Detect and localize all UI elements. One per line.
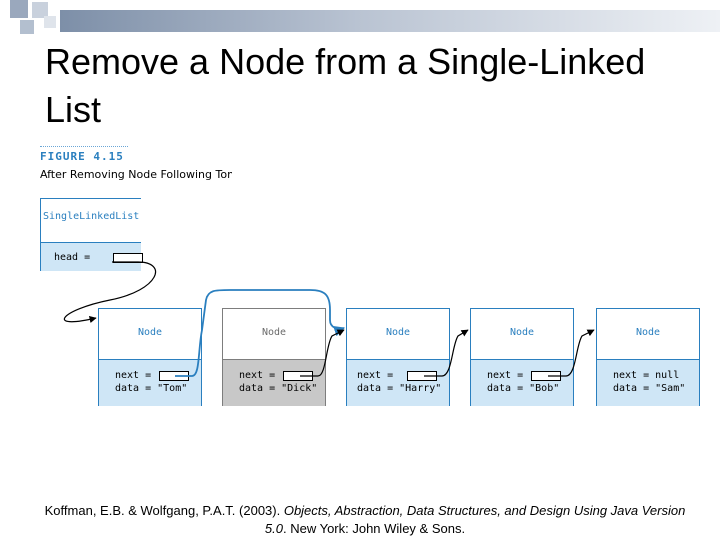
node-next-label: next = null (613, 370, 680, 381)
node-data-label: data = "Sam" (613, 383, 686, 394)
node-data-label: data = "Harry" (357, 383, 442, 394)
node-next-label: next = (239, 370, 276, 381)
header-square (32, 2, 48, 18)
harry-next-arrow (424, 329, 469, 377)
node-fields: next = null data = "Sam" (597, 359, 699, 406)
figure-label: FIGURE 4.15 (40, 150, 124, 163)
dick-next-arrow (300, 329, 345, 377)
node-next-label: next = (487, 370, 524, 381)
node-title: Node (137, 327, 163, 338)
node-fields: next = data = "Tom" (99, 359, 201, 406)
node-fields: next = data = "Dick" (223, 359, 325, 406)
header-gradient-bar (60, 10, 720, 32)
citation-publisher: . New York: John Wiley & Sons. (282, 521, 466, 536)
node-data-label: data = "Tom" (115, 383, 188, 394)
sll-header: SingleLinkedList (41, 199, 141, 243)
citation-authors: Koffman, E.B. & Wolfgang, P.A.T. (2003). (44, 503, 284, 518)
bob-next-arrow (548, 329, 595, 377)
node-fields: next = data = "Bob" (471, 359, 573, 406)
node-data-label: data = "Dick" (239, 383, 318, 394)
citation: Koffman, E.B. & Wolfgang, P.A.T. (2003).… (40, 502, 690, 538)
header-square (10, 0, 28, 18)
node-title: Node (509, 327, 535, 338)
figure-rule (40, 146, 128, 147)
node-fields: next = data = "Harry" (347, 359, 449, 406)
head-pointer-arrow (63, 261, 157, 323)
slide-title: Remove a Node from a Single-Linked List (45, 41, 646, 130)
node-harry: Node next = data = "Harry" (346, 308, 450, 406)
node-next-label: next = (115, 370, 152, 381)
sll-fields: head = (41, 243, 143, 271)
node-dick-removed: Node next = data = "Dick" (222, 308, 326, 406)
header-square (20, 20, 34, 34)
node-bob: Node next = data = "Bob" (470, 308, 574, 406)
node-sam: Node next = null data = "Sam" (596, 308, 700, 406)
sll-class-name: SingleLinkedList (43, 211, 140, 222)
single-linked-list-object: SingleLinkedList head = (40, 198, 143, 271)
node-title: Node (635, 327, 661, 338)
header-square (44, 16, 56, 28)
node-next-label: next = (357, 370, 394, 381)
head-field-label: head = (54, 252, 91, 263)
tom-next-bypass-arrow (175, 289, 346, 377)
figure-caption: After Removing Node Following Tom (40, 168, 232, 181)
citation-book-title: Objects, Abstraction, Data Structures, a… (264, 503, 686, 536)
node-title: Node (261, 327, 287, 338)
node-data-label: data = "Bob" (487, 383, 560, 394)
node-tom: Node next = data = "Tom" (98, 308, 202, 406)
node-title: Node (385, 327, 411, 338)
